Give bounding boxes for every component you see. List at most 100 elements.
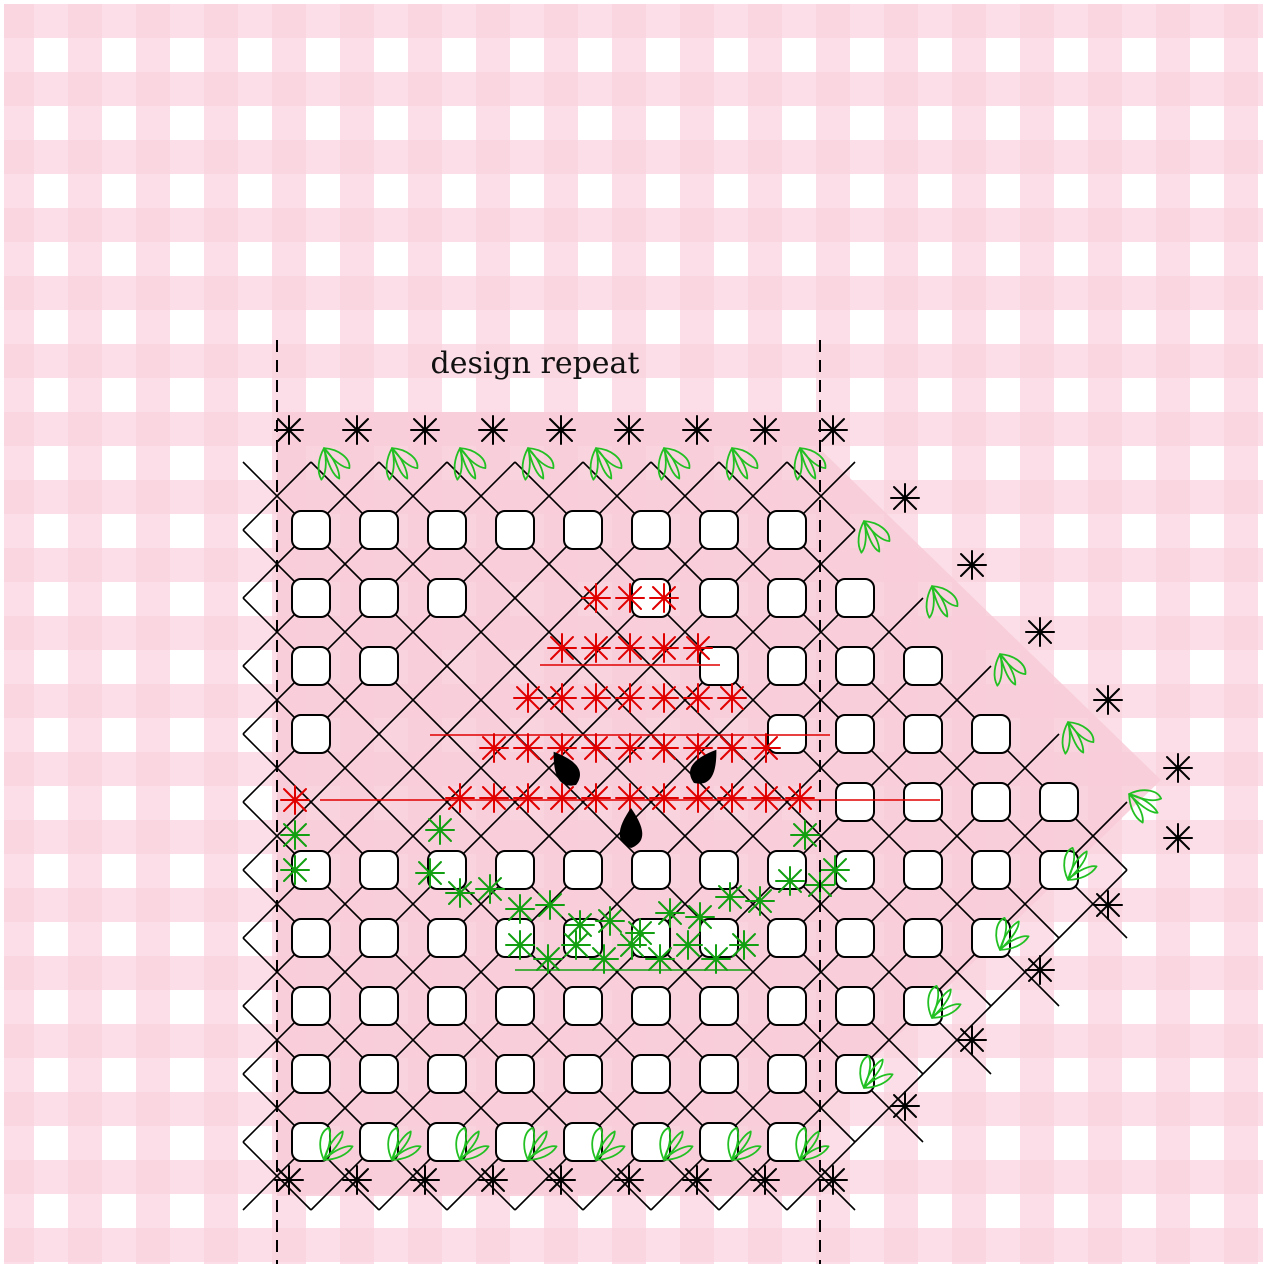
star-stitch-icon xyxy=(1164,754,1192,782)
eyelet-square xyxy=(360,919,398,957)
eyelet-square xyxy=(768,919,806,957)
eyelet-square xyxy=(632,1123,670,1161)
green-rind-stitch xyxy=(446,879,474,907)
eyelet-square xyxy=(836,987,874,1025)
red-flesh-stitch xyxy=(650,784,678,812)
star-stitch-icon xyxy=(343,1166,371,1194)
green-rind-stitch xyxy=(506,931,534,959)
red-flesh-stitch xyxy=(650,734,678,762)
eyelet-square xyxy=(836,647,874,685)
eyelet-square xyxy=(700,851,738,889)
eyelet-square xyxy=(904,647,942,685)
green-rind-stitch xyxy=(281,856,309,884)
eyelet-square xyxy=(292,1055,330,1093)
eyelet-square xyxy=(496,987,534,1025)
red-flesh-stitch xyxy=(548,784,576,812)
red-flesh-stitch xyxy=(718,784,746,812)
eyelet-square xyxy=(632,987,670,1025)
star-stitch-icon xyxy=(1026,956,1054,984)
red-flesh-stitch xyxy=(752,734,780,762)
eyelet-square xyxy=(972,783,1010,821)
green-rind-stitch xyxy=(730,931,758,959)
eyelet-square xyxy=(700,919,738,957)
eyelet-square xyxy=(632,851,670,889)
green-rind-stitch xyxy=(534,945,562,973)
red-flesh-stitch xyxy=(446,784,474,812)
star-stitch-icon xyxy=(1094,891,1122,919)
eyelet-square xyxy=(292,715,330,753)
green-rind-stitch xyxy=(562,931,590,959)
red-flesh-stitch xyxy=(684,684,712,712)
eyelet-square xyxy=(632,1055,670,1093)
eyelet-square xyxy=(632,511,670,549)
star-stitch-icon xyxy=(683,416,711,444)
eyelet-square xyxy=(700,579,738,617)
eyelet-square xyxy=(360,987,398,1025)
green-rind-stitch xyxy=(618,931,646,959)
eyelet-square xyxy=(292,579,330,617)
eyelet-square xyxy=(768,511,806,549)
green-rind-stitch xyxy=(426,816,454,844)
eyelet-square xyxy=(700,1055,738,1093)
eyelet-square xyxy=(428,919,466,957)
green-rind-stitch xyxy=(656,899,684,927)
eyelet-square xyxy=(292,647,330,685)
eyelet-square xyxy=(904,851,942,889)
star-stitch-icon xyxy=(411,416,439,444)
red-flesh-stitch xyxy=(684,634,712,662)
red-flesh-stitch xyxy=(616,634,644,662)
red-flesh-stitch xyxy=(616,584,644,612)
eyelet-square xyxy=(428,1123,466,1161)
star-stitch-icon xyxy=(547,416,575,444)
red-flesh-stitch xyxy=(752,784,780,812)
green-rind-stitch xyxy=(646,945,674,973)
green-rind-stitch xyxy=(506,895,534,923)
red-flesh-stitch xyxy=(514,734,542,762)
eyelet-square xyxy=(564,511,602,549)
star-stitch-icon xyxy=(891,484,919,512)
eyelet-square xyxy=(428,511,466,549)
eyelet-square xyxy=(360,511,398,549)
green-rind-stitch xyxy=(702,945,730,973)
red-flesh-stitch xyxy=(548,684,576,712)
green-rind-stitch xyxy=(674,931,702,959)
red-flesh-stitch xyxy=(480,734,508,762)
star-stitch-icon xyxy=(1026,618,1054,646)
eyelet-square xyxy=(700,987,738,1025)
green-rind-stitch xyxy=(281,821,309,849)
green-rind-stitch xyxy=(566,911,594,939)
eyelet-square xyxy=(360,579,398,617)
eyelet-square xyxy=(564,1055,602,1093)
star-stitch-icon xyxy=(958,1026,986,1054)
red-flesh-stitch xyxy=(480,784,508,812)
red-flesh-stitch xyxy=(684,784,712,812)
red-flesh-stitch xyxy=(514,684,542,712)
star-stitch-icon xyxy=(343,416,371,444)
eyelet-square xyxy=(360,647,398,685)
red-flesh-stitch xyxy=(548,634,576,662)
green-rind-stitch xyxy=(821,856,849,884)
eyelet-square xyxy=(768,1123,806,1161)
eyelet-square xyxy=(768,987,806,1025)
eyelet-square xyxy=(496,1123,534,1161)
star-stitch-icon xyxy=(891,1092,919,1120)
eyelet-square xyxy=(1040,783,1078,821)
red-flesh-stitch xyxy=(582,584,610,612)
red-flesh-stitch xyxy=(616,684,644,712)
eyelet-square xyxy=(904,919,942,957)
red-flesh-stitch xyxy=(718,734,746,762)
star-stitch-icon xyxy=(275,416,303,444)
green-rind-stitch xyxy=(476,875,504,903)
eyelet-square xyxy=(564,1123,602,1161)
star-stitch-icon xyxy=(547,1166,575,1194)
star-stitch-icon xyxy=(275,1166,303,1194)
green-rind-stitch xyxy=(686,903,714,931)
star-stitch-icon xyxy=(411,1166,439,1194)
red-flesh-stitch xyxy=(650,684,678,712)
star-stitch-icon xyxy=(281,786,309,814)
star-stitch-icon xyxy=(683,1166,711,1194)
eyelet-square xyxy=(360,1055,398,1093)
red-flesh-stitch xyxy=(786,784,814,812)
eyelet-square xyxy=(428,987,466,1025)
